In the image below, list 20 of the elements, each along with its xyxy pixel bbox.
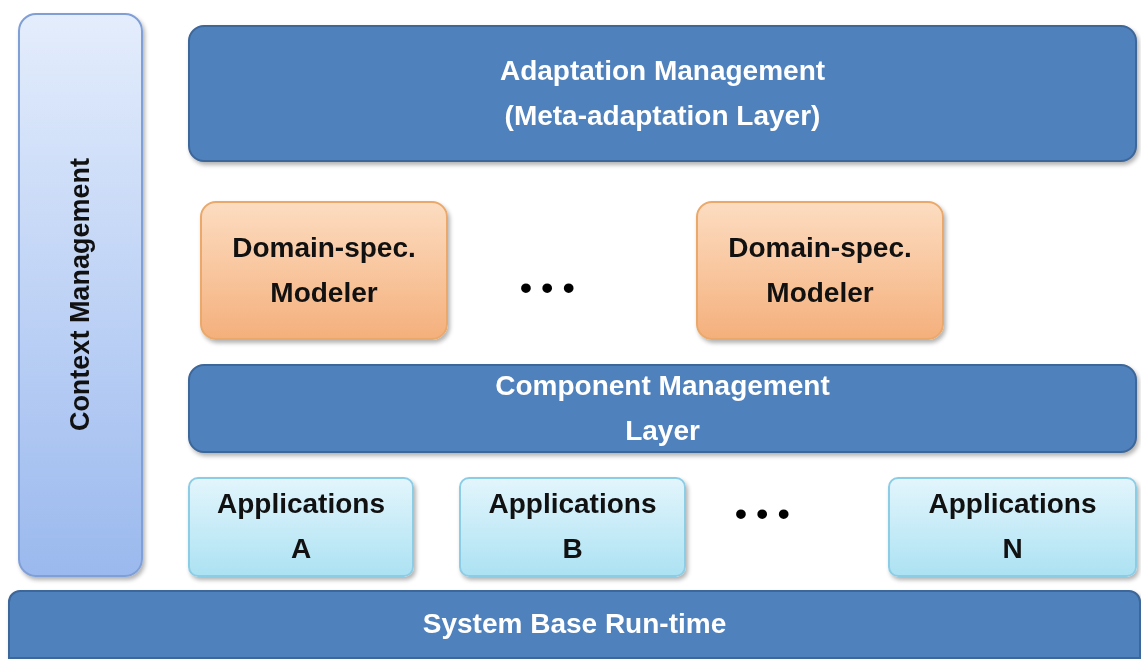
node-label: Applications N bbox=[927, 487, 1098, 566]
node-label: Component Management Layer bbox=[494, 368, 831, 448]
node-label: Applications A bbox=[216, 487, 386, 566]
modeler-box bbox=[200, 201, 448, 340]
application-box bbox=[459, 477, 686, 577]
layer-bar bbox=[188, 364, 1137, 453]
node-label: System Base Run-time bbox=[422, 607, 727, 642]
ellipsis-dots: • • • bbox=[735, 493, 790, 534]
node-label: Adaptation Management (Meta-adaptation Layer) bbox=[498, 53, 827, 133]
node-label: Context Management bbox=[63, 158, 96, 432]
application-box bbox=[888, 477, 1137, 577]
node-label: Domain-spec. Modeler bbox=[727, 230, 913, 310]
layer-bar bbox=[8, 590, 1141, 659]
layer-bar bbox=[188, 25, 1137, 162]
modeler-box bbox=[696, 201, 944, 340]
node-label: Domain-spec. Modeler bbox=[231, 230, 417, 310]
ellipsis-dots: • • • bbox=[520, 267, 575, 308]
vertical-panel bbox=[18, 13, 143, 577]
application-box bbox=[188, 477, 414, 577]
node-label: Applications B bbox=[487, 487, 658, 566]
